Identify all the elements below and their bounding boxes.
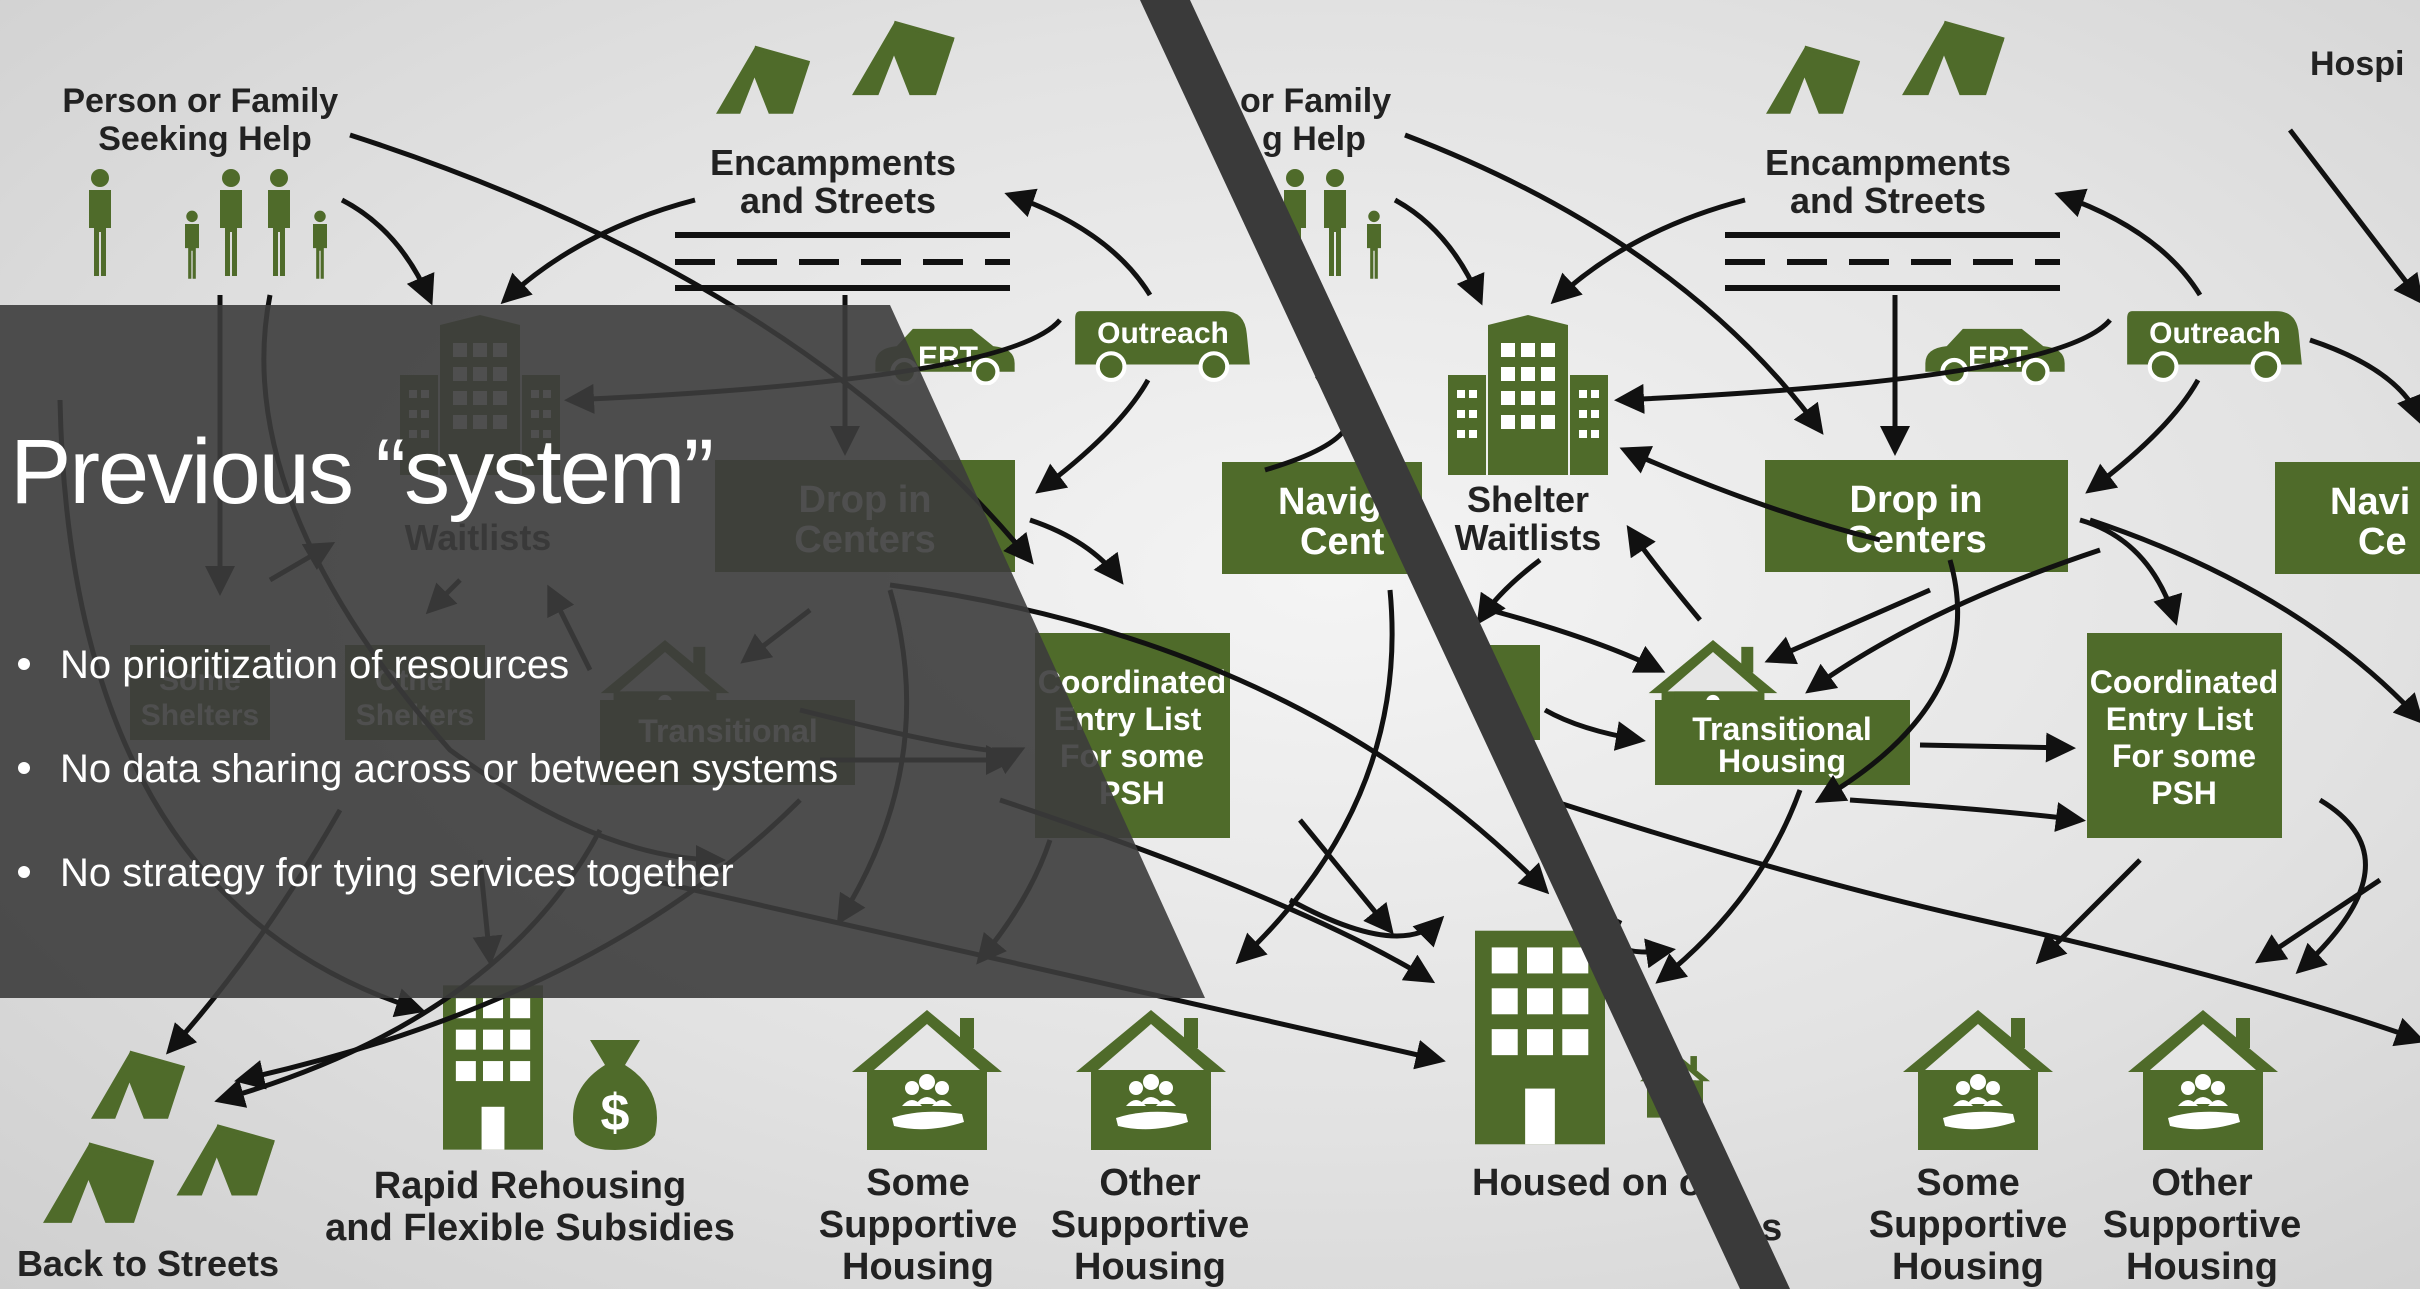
- street-lines: [675, 232, 1010, 291]
- building-icon: [443, 985, 543, 1150]
- diagonal-divider: [1140, 0, 1790, 1289]
- person-seeking-help-label: Person or Family Seeking Help: [62, 82, 347, 158]
- money-bag-icon: $: [573, 1040, 657, 1150]
- coordinated-entry-box: [2087, 633, 2282, 838]
- flow-arrows: [1393, 128, 2420, 1047]
- encampments-label: Encampments and Streets: [710, 142, 966, 221]
- navigation-box: [2275, 462, 2420, 574]
- street-lines: [1725, 232, 2060, 291]
- outreach-label: Outreach: [1097, 317, 1229, 350]
- tent-icon: [716, 23, 954, 114]
- tent-icon: [1766, 23, 2004, 114]
- tent-icon: [43, 1053, 274, 1223]
- svg-text:$: $: [601, 1084, 630, 1142]
- house-icon: [1903, 1010, 2053, 1150]
- house-icon: [1076, 1010, 1226, 1150]
- housed-label: Housed on o: [1472, 1162, 1702, 1204]
- back-to-streets-label: Back to Streets: [17, 1243, 279, 1284]
- person-icon: [89, 169, 327, 279]
- drop-in-box: [1765, 460, 2068, 572]
- hospital-label: Hospi: [2310, 45, 2404, 83]
- text-overlay-panel: [0, 305, 1205, 998]
- house-icon: [852, 1010, 1002, 1150]
- building-icon: [1475, 930, 1605, 1145]
- outreach-label: Outreach: [2149, 317, 2281, 350]
- house-icon: [2128, 1010, 2278, 1150]
- building-icon: [1448, 315, 1608, 475]
